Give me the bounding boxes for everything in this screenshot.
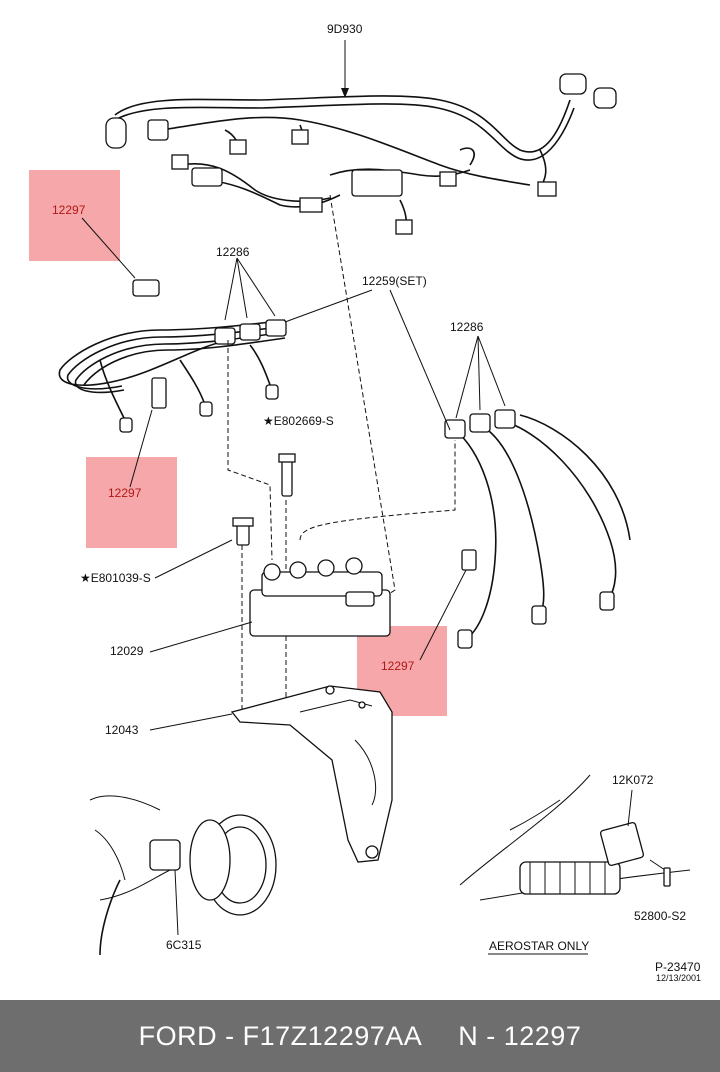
mounting-bracket [149,685,393,863]
label-date: 12/13/2001 [656,973,701,983]
label-connector-b: 12297 [108,486,142,500]
label-screw-module: 52800-S2 [634,909,686,923]
label-connector-a: 12297 [52,203,86,217]
label-boots-left: 12286 [216,245,250,259]
label-sheet: P-23470 [655,960,701,974]
footer-number: N - 12297 [458,1020,582,1051]
label-coil: 12029 [110,644,144,658]
label-bolt: ★E801039-S [80,571,151,585]
footer-brand-part: FORD - F17Z12297AA [138,1020,423,1051]
engine-front-detail [89,795,277,956]
label-module: 12K072 [612,773,654,787]
ignition-exploded-diagram: 9D930 12297 12297 12297 12286 12286 1225… [29,22,701,983]
coil-pack [149,194,477,715]
label-connector-c: 12297 [381,659,415,673]
label-wire-set: 12259(SET) [362,274,427,288]
aerostar-inset [459,774,691,955]
label-boots-right: 12286 [450,320,484,334]
right-plug-wires [284,289,631,649]
wiring-harness [105,40,617,235]
highlight-box-a [29,170,120,261]
label-harness: 9D930 [327,22,363,36]
part-number-footer: FORD - F17Z12297AA N - 12297 [0,1000,720,1072]
label-sensor: 6C315 [166,938,202,952]
highlight-box-b [86,457,177,548]
label-bracket: 12043 [105,723,139,737]
label-screw-top: ★E802669-S [263,414,334,428]
label-aerostar: AEROSTAR ONLY [489,939,589,953]
left-plug-wires [58,217,287,488]
